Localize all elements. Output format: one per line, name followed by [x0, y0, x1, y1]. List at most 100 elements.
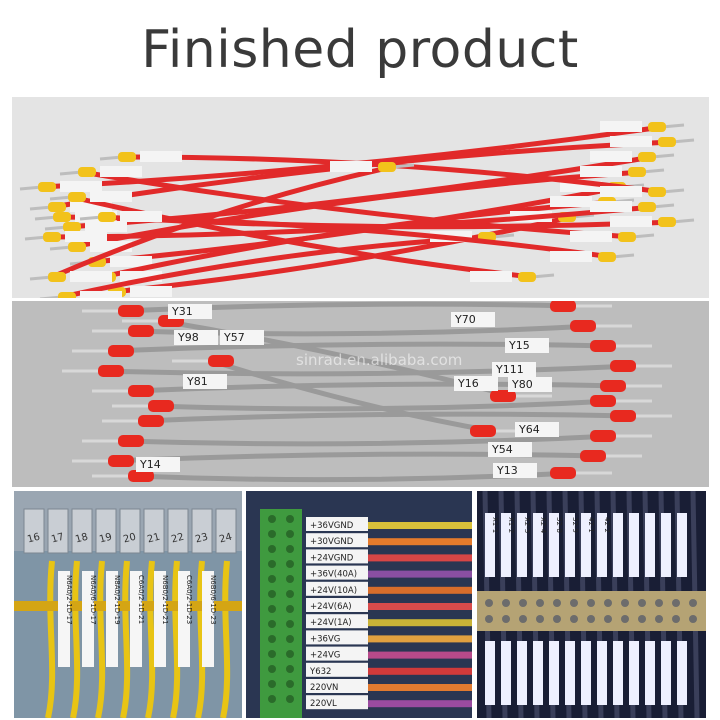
terminal-slot [23, 508, 45, 554]
terminal-slot [167, 508, 189, 554]
wire-label: Y15 [508, 339, 530, 352]
marker-sleeve [106, 571, 118, 667]
wire-label: Y80 [511, 378, 533, 391]
wire-sleeve [600, 121, 642, 132]
terminal-screw [286, 605, 294, 613]
terminal-slot [119, 508, 141, 554]
yellow-wire [120, 560, 131, 718]
terminal-screw [268, 575, 276, 583]
yellow-wire [220, 560, 231, 718]
marker-sleeve [629, 641, 639, 705]
terminal-screw [553, 599, 561, 607]
marker-sleeve [202, 571, 214, 667]
terminal-screw [268, 515, 276, 523]
yellow-ferrule [378, 162, 396, 172]
wire-sleeve [70, 201, 112, 212]
colored-wire [366, 700, 472, 708]
marker-code: X1-1 [491, 517, 499, 533]
wire-label: Y64 [518, 423, 540, 436]
yellow-ferrule [48, 202, 66, 212]
red-ferrule [570, 320, 596, 332]
wire-label: Y70 [454, 313, 476, 326]
terminal-slot [191, 508, 213, 554]
terminal-screw [655, 615, 663, 623]
grey-wire [141, 411, 633, 424]
marker-sleeve [677, 641, 687, 705]
terminal-screw [286, 515, 294, 523]
red-wire [111, 214, 573, 295]
voltage-label: +36VG [310, 634, 340, 644]
terminal-screw [502, 615, 510, 623]
red-wire [81, 169, 633, 240]
terminal-number: 19 [98, 532, 113, 546]
marker-sleeve [58, 571, 70, 667]
red-ferrule [470, 425, 496, 437]
terminal-screw [485, 615, 493, 623]
marker-sleeve [645, 513, 655, 577]
voltage-label-sleeve [306, 646, 368, 661]
marker-sleeve [485, 513, 495, 577]
colored-wire [366, 538, 472, 546]
colored-wire [366, 651, 472, 659]
terminal-screw [286, 545, 294, 553]
terminal-screw [638, 599, 646, 607]
terminal-screw [286, 665, 294, 673]
voltage-label-sleeve [306, 662, 368, 677]
marker-sleeve [501, 513, 511, 577]
yellow-ferrule [658, 137, 676, 147]
wire-label-sleeve [451, 312, 495, 327]
red-ferrule [610, 410, 636, 422]
red-ferrule [108, 345, 134, 357]
marker-sleeve [581, 641, 591, 705]
terminal-screw [268, 605, 276, 613]
terminal-slot [143, 508, 165, 554]
colored-wire [366, 570, 472, 578]
marker-sleeve [533, 513, 543, 577]
terminal-number: 22 [170, 532, 185, 546]
wire-sleeve [550, 251, 592, 262]
terminal-screw [519, 599, 527, 607]
wire-sleeve [110, 256, 152, 267]
terminal-screw [485, 599, 493, 607]
marker-sleeve [549, 641, 559, 705]
terminal-screw [286, 560, 294, 568]
yellow-ferrule [98, 212, 116, 222]
red-ferrule [118, 305, 144, 317]
horizontal-wire [14, 601, 242, 611]
wire-label: Y54 [491, 443, 513, 456]
voltage-label: +24V(10A) [310, 586, 357, 596]
yellow-ferrule [618, 232, 636, 242]
wire-label-sleeve [220, 330, 264, 345]
yellow-ferrule [38, 182, 56, 192]
red-ferrule [128, 325, 154, 337]
yellow-ferrule [638, 202, 656, 212]
red-wire [51, 164, 393, 280]
red-ferrule [610, 360, 636, 372]
marker-sleeve [130, 571, 142, 667]
wire-label-sleeve [454, 376, 498, 391]
watermark: sinrad.en.alibaba.com [296, 351, 463, 369]
terminal-slot [47, 508, 69, 554]
marker-sleeve [629, 513, 639, 577]
page-title: Finished product [141, 20, 579, 80]
red-ferrule [108, 455, 134, 467]
terminal-screw [268, 695, 276, 703]
terminal-screw [286, 590, 294, 598]
marker-sleeve [533, 641, 543, 705]
yellow-wire [45, 560, 56, 718]
terminal-screw [621, 615, 629, 623]
terminal-screw [621, 599, 629, 607]
marker-code: X2-4 [539, 517, 547, 534]
wire-sleeve [65, 231, 107, 242]
red-ferrule [490, 390, 516, 402]
wire-label: Y31 [171, 305, 193, 318]
red-wire [46, 204, 653, 240]
marker-sleeve [517, 641, 527, 705]
terminal-number: 24 [218, 532, 233, 546]
wire-label-sleeve [488, 442, 532, 457]
voltage-label: 220VL [310, 699, 337, 709]
red-ferrule [590, 340, 616, 352]
terminal-screw [286, 650, 294, 658]
terminal-screw [268, 665, 276, 673]
